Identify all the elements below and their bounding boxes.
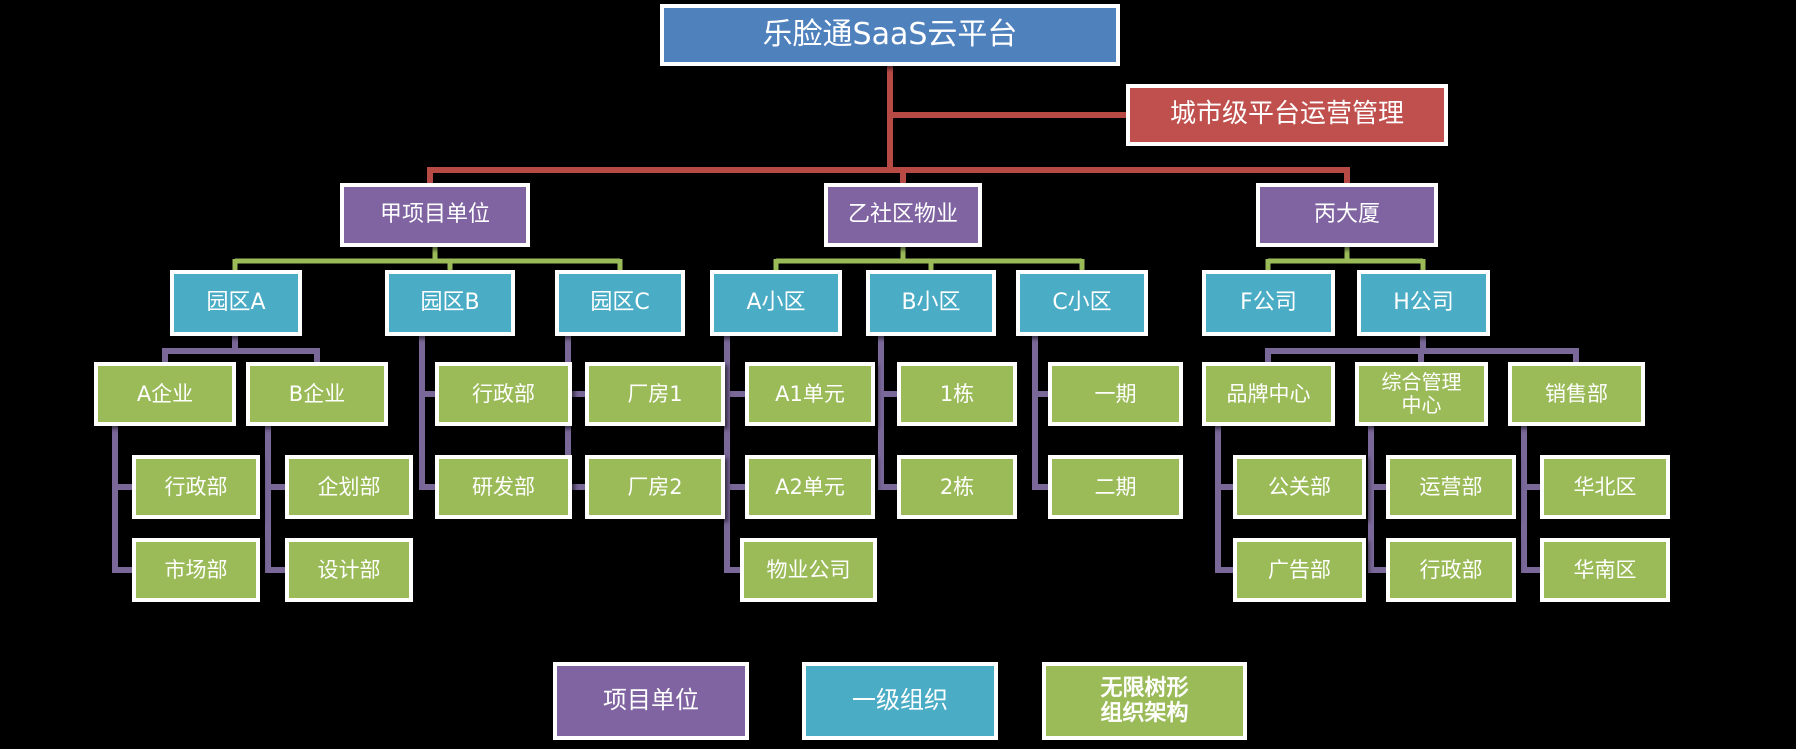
legend-item-infinite-tree: 无限树形 组织架构 bbox=[1042, 662, 1247, 740]
org-node-planning-dept: 企划部 bbox=[285, 455, 413, 519]
org-node-market-dept: 市场部 bbox=[132, 538, 260, 602]
org-node-admin-parkb: 行政部 bbox=[435, 362, 572, 426]
org-node-company-h: H公司 bbox=[1357, 270, 1490, 336]
org-node-south-region: 华南区 bbox=[1540, 538, 1670, 602]
org-node-brand-center: 品牌中心 bbox=[1202, 362, 1335, 426]
org-node-project-yi: 乙社区物业 bbox=[824, 183, 982, 247]
org-node-block-b: B小区 bbox=[866, 270, 996, 336]
org-node-pr-dept: 公关部 bbox=[1233, 455, 1366, 519]
org-node-operations-dept: 运营部 bbox=[1386, 455, 1516, 519]
org-node-admin-enta: 行政部 bbox=[132, 455, 260, 519]
org-node-park-b: 园区B bbox=[385, 270, 515, 336]
org-node-general-mgmt: 综合管理 中心 bbox=[1355, 362, 1488, 426]
org-node-design-dept: 设计部 bbox=[285, 538, 413, 602]
org-node-ent-b: B企业 bbox=[246, 362, 388, 426]
org-node-company-f: F公司 bbox=[1202, 270, 1335, 336]
org-node-building-2: 2栋 bbox=[897, 455, 1017, 519]
org-node-building-1: 1栋 bbox=[897, 362, 1017, 426]
org-node-factory-1: 厂房1 bbox=[585, 362, 725, 426]
org-node-ad-dept: 广告部 bbox=[1233, 538, 1366, 602]
org-node-park-a: 园区A bbox=[170, 270, 302, 336]
org-node-phase-1: 一期 bbox=[1048, 362, 1183, 426]
org-node-factory-2: 厂房2 bbox=[585, 455, 725, 519]
org-node-ent-a: A企业 bbox=[94, 362, 236, 426]
org-node-city-ops: 城市级平台运营管理 bbox=[1126, 84, 1448, 146]
org-node-project-bing: 丙大厦 bbox=[1256, 183, 1438, 247]
org-node-park-c: 园区C bbox=[555, 270, 685, 336]
org-node-property-co: 物业公司 bbox=[740, 538, 877, 602]
org-node-unit-a2: A2单元 bbox=[745, 455, 875, 519]
org-node-sales-dept: 销售部 bbox=[1508, 362, 1645, 426]
legend-item-level1-org: 一级组织 bbox=[802, 662, 998, 740]
org-node-block-a: A小区 bbox=[710, 270, 842, 336]
legend-item-project-unit: 项目单位 bbox=[553, 662, 749, 740]
org-node-admin-h: 行政部 bbox=[1386, 538, 1516, 602]
org-node-root: 乐脸通SaaS云平台 bbox=[660, 4, 1120, 66]
org-node-block-c: C小区 bbox=[1016, 270, 1148, 336]
org-node-rd-dept: 研发部 bbox=[435, 455, 572, 519]
org-node-project-jia: 甲项目单位 bbox=[340, 183, 530, 247]
org-node-north-region: 华北区 bbox=[1540, 455, 1670, 519]
org-node-unit-a1: A1单元 bbox=[745, 362, 875, 426]
org-node-phase-2: 二期 bbox=[1048, 455, 1183, 519]
